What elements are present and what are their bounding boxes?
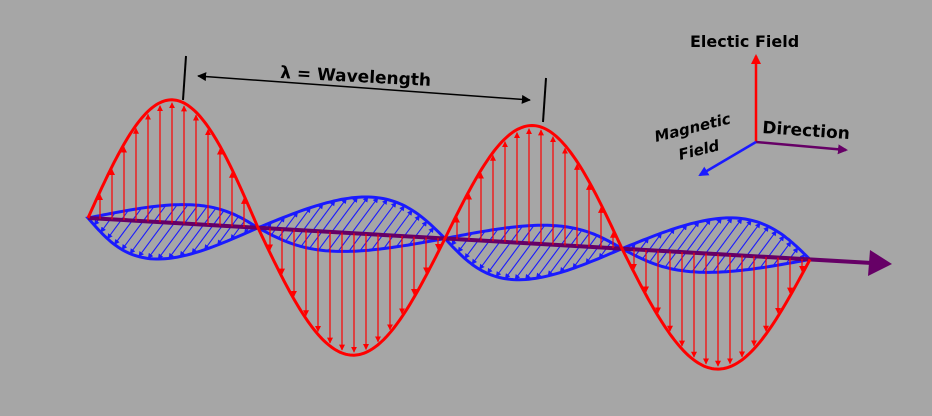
- magnetic-vector: [230, 219, 246, 241]
- magnetic-vector: [348, 198, 388, 252]
- wavelength-arrow: [197, 72, 531, 104]
- magnetic-vector: [457, 233, 473, 253]
- propagation-axis: [87, 216, 873, 265]
- magnetic-vector: [598, 241, 612, 259]
- propagation-arrowhead: [868, 250, 892, 276]
- magnetic-vector: [535, 227, 575, 279]
- magnetic-vector: [656, 224, 688, 266]
- magnetic-vector: [649, 228, 675, 263]
- magnetic-vector: [191, 210, 225, 255]
- magnetic-vector: [735, 225, 769, 272]
- magnetic-vector: [395, 214, 421, 248]
- magnetic-vector: [464, 230, 486, 259]
- magnetic-vector: [100, 212, 116, 233]
- magnetic-vector: [292, 203, 324, 245]
- magnetic-vector: [285, 207, 311, 242]
- magnetic-vector: [634, 237, 650, 257]
- direction-axis-arrow: [755, 140, 848, 155]
- wavelength-label: λ = Wavelength: [280, 63, 432, 91]
- magnetic-vector: [572, 235, 598, 269]
- magnetic-vector: [691, 217, 733, 273]
- magnetic-vector: [327, 196, 369, 252]
- electric-field-label: Electic Field: [690, 32, 799, 51]
- magnetic-vector: [147, 204, 189, 259]
- magnetic-vector: [383, 209, 413, 249]
- magnetic-vector: [712, 219, 752, 273]
- magnetic-vector: [157, 204, 199, 260]
- magnetic-vector: [318, 196, 358, 251]
- magnetic-vector: [168, 206, 208, 259]
- magnetic-vector: [747, 230, 777, 270]
- wavelength-tick-right: [542, 77, 547, 123]
- magnetic-label-line2: Field: [677, 136, 722, 164]
- direction-label: Direction: [762, 118, 851, 144]
- magnetic-vector: [421, 226, 435, 243]
- magnetic-label-line1: Magnetic: [653, 110, 733, 146]
- magnetic-vector: [471, 228, 499, 265]
- magnetic-vector: [682, 217, 722, 272]
- electric-wave: [86, 98, 812, 371]
- magnetic-vector: [337, 197, 379, 252]
- magnetic-vector: [204, 212, 232, 251]
- magnetic-vector: [772, 241, 792, 267]
- magnetic-vector: [495, 225, 535, 278]
- magnetic-wave-lobe-3: [442, 223, 626, 282]
- magnetic-vector: [179, 207, 217, 257]
- magnetic-vector: [504, 224, 546, 280]
- magnetic-vector: [114, 207, 142, 245]
- magnetic-vector: [309, 198, 347, 249]
- magnetic-vector: [514, 225, 556, 281]
- wavelength-tick-left: [182, 55, 187, 101]
- field-axes-legend: Electic Field Direction Magnetic Field: [653, 32, 851, 177]
- magnetic-vector: [664, 221, 700, 268]
- magnetic-vector: [217, 216, 239, 246]
- magnetic-axis-arrow: [698, 140, 757, 177]
- magnetic-vector: [785, 247, 799, 265]
- magnetic-vector: [270, 216, 286, 236]
- magnetic-vector: [673, 219, 711, 270]
- magnetic-vector: [107, 209, 129, 240]
- magnetic-vector: [138, 204, 178, 258]
- magnetic-vector: [701, 218, 743, 273]
- magnetic-vector: [408, 220, 428, 246]
- magnetic-vector: [547, 229, 583, 277]
- magnetic-vector: [524, 226, 566, 280]
- electric-field-vectors: [97, 102, 805, 367]
- magnetic-vector: [559, 232, 591, 274]
- magnetic-vector: [371, 205, 405, 251]
- magnetic-vector: [121, 206, 155, 251]
- magnetic-vector: [759, 235, 785, 269]
- magnetic-vector: [300, 200, 336, 247]
